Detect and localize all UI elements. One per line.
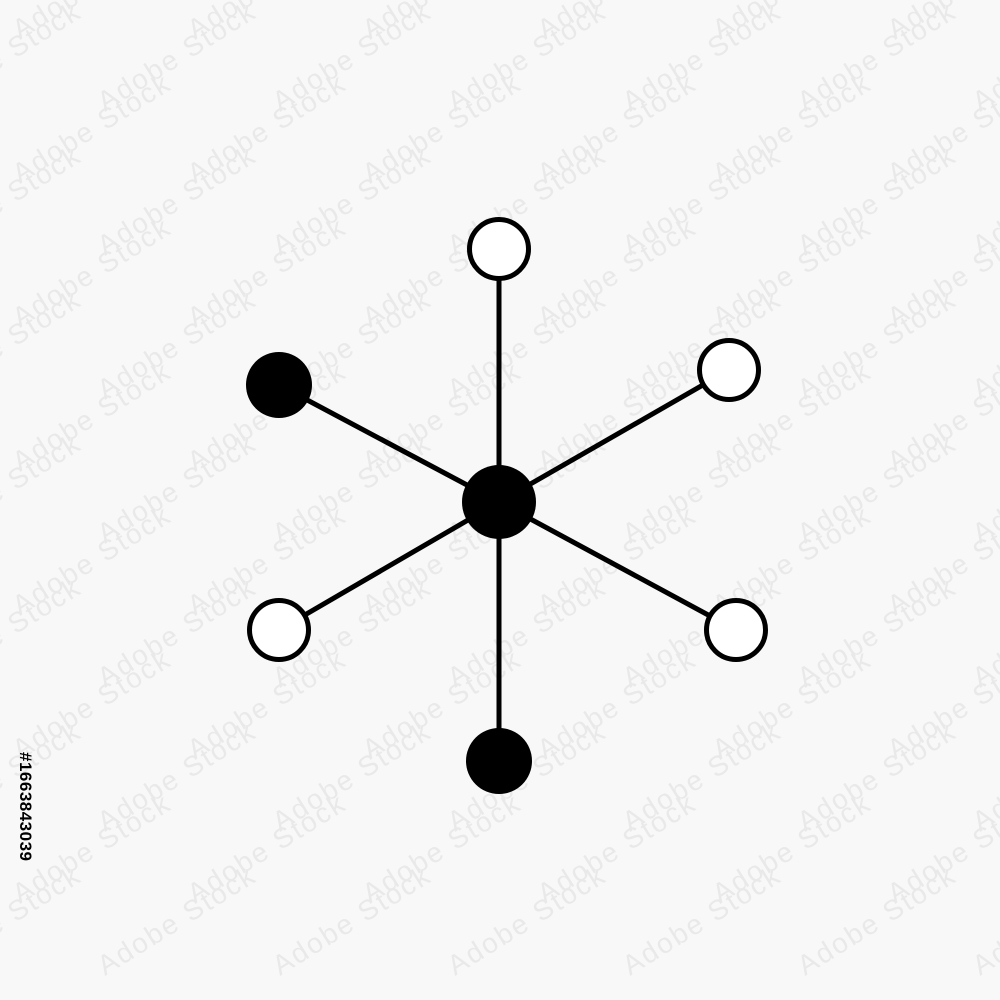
node-lower-right [704,598,768,662]
node-upper-right [697,338,761,402]
nodes [246,217,768,794]
edge-upper-left [277,382,501,505]
node-top [467,217,531,281]
edge-lower-left [277,499,501,633]
node-upper-left [246,352,312,418]
node-bottom [466,728,532,794]
edges [277,249,738,761]
edge-upper-right [497,367,731,505]
edge-lower-right [497,499,738,633]
node-hub [462,465,536,539]
node-lower-left [247,598,311,662]
